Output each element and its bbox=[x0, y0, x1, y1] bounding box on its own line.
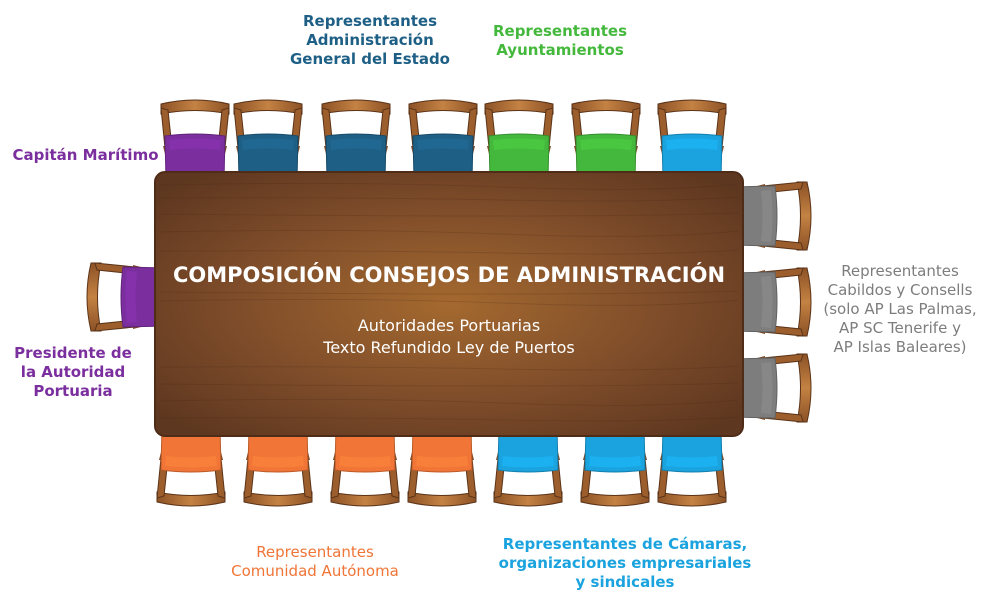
diagram-subtitle-line-2: Texto Refundido Ley de Puertos bbox=[323, 338, 575, 357]
wood-grain-line bbox=[159, 298, 739, 306]
chair-bottom-6 bbox=[580, 425, 650, 507]
wood-grain-line bbox=[159, 382, 739, 387]
label-cabildos-line-3: (solo AP Las Palmas, bbox=[823, 300, 977, 318]
diagram-subtitle-line-1: Autoridades Portuarias bbox=[357, 316, 541, 335]
wood-grain-line bbox=[159, 398, 739, 406]
chair-top-6 bbox=[571, 99, 641, 181]
chair-top-7 bbox=[657, 99, 727, 181]
label-capitan-line-1: Capitán Marítimo bbox=[12, 146, 159, 164]
label-ayuntamientos-line-2: Ayuntamientos bbox=[496, 41, 624, 59]
label-comunidad-autonoma: Representantes Comunidad Autónoma bbox=[205, 543, 425, 581]
wood-grain-line bbox=[159, 290, 739, 295]
label-cabildos-consells: Representantes Cabildos y Consells (solo… bbox=[812, 262, 988, 357]
label-age-line-3: General del Estado bbox=[289, 50, 450, 68]
label-presidente-line-1: Presidente de bbox=[14, 344, 132, 362]
chair-bottom-5 bbox=[493, 425, 563, 507]
label-camaras-organizaciones: Representantes de Cámaras, organizacione… bbox=[485, 535, 765, 592]
label-age-line-1: Representantes bbox=[302, 12, 438, 30]
wood-grain-line bbox=[159, 365, 739, 371]
chair-bottom-1 bbox=[156, 425, 226, 507]
label-ayuntamientos: Representantes Ayuntamientos bbox=[475, 22, 645, 60]
label-administracion-general-estado: Representantes Administración General de… bbox=[270, 12, 470, 69]
chairs-top bbox=[160, 99, 727, 181]
label-cabildos-line-4: AP SC Tenerife y bbox=[839, 319, 961, 337]
chair-top-2 bbox=[233, 99, 303, 181]
chair-top-1 bbox=[160, 99, 230, 181]
diagram-title: COMPOSICIÓN CONSEJOS DE ADMINISTRACIÓN bbox=[172, 263, 726, 287]
wood-grain-line bbox=[159, 229, 739, 237]
label-camaras-line-2: organizaciones empresariales bbox=[498, 554, 752, 572]
label-ayuntamientos-line-1: Representantes bbox=[492, 22, 628, 40]
label-comunidad-line-2: Comunidad Autónoma bbox=[231, 562, 399, 580]
chair-top-3 bbox=[321, 99, 391, 181]
chair-top-4 bbox=[408, 99, 478, 181]
chair-bottom-2 bbox=[243, 425, 313, 507]
label-cabildos-line-2: Cabildos y Consells bbox=[827, 281, 973, 299]
label-capitan-maritimo: Capitán Marítimo bbox=[8, 146, 163, 165]
label-presidente-line-2: la Autoridad bbox=[20, 363, 126, 381]
wood-grain-line bbox=[159, 249, 739, 255]
label-age-line-2: Administración bbox=[306, 31, 434, 49]
chair-bottom-4 bbox=[407, 425, 477, 507]
wood-grain bbox=[159, 182, 739, 422]
wood-grain-line bbox=[159, 416, 739, 422]
chair-bottom-3 bbox=[330, 425, 400, 507]
label-comunidad-line-1: Representantes bbox=[256, 543, 374, 561]
label-camaras-line-1: Representantes de Cámaras, bbox=[502, 535, 748, 553]
chair-bottom-7 bbox=[657, 425, 727, 507]
wood-grain-line bbox=[159, 212, 739, 217]
label-camaras-line-3: y sindicales bbox=[575, 573, 675, 591]
board-table bbox=[154, 171, 744, 437]
label-cabildos-line-1: Representantes bbox=[841, 262, 959, 280]
chair-top-5 bbox=[484, 99, 554, 181]
label-presidente-line-3: Portuaria bbox=[33, 382, 113, 400]
chairs-bottom bbox=[156, 425, 727, 507]
label-cabildos-line-5: AP Islas Baleares) bbox=[833, 338, 967, 356]
wood-grain-line bbox=[159, 182, 739, 190]
wood-grain-line bbox=[159, 196, 739, 202]
label-presidente-autoridad-portuaria: Presidente de la Autoridad Portuaria bbox=[8, 344, 138, 401]
